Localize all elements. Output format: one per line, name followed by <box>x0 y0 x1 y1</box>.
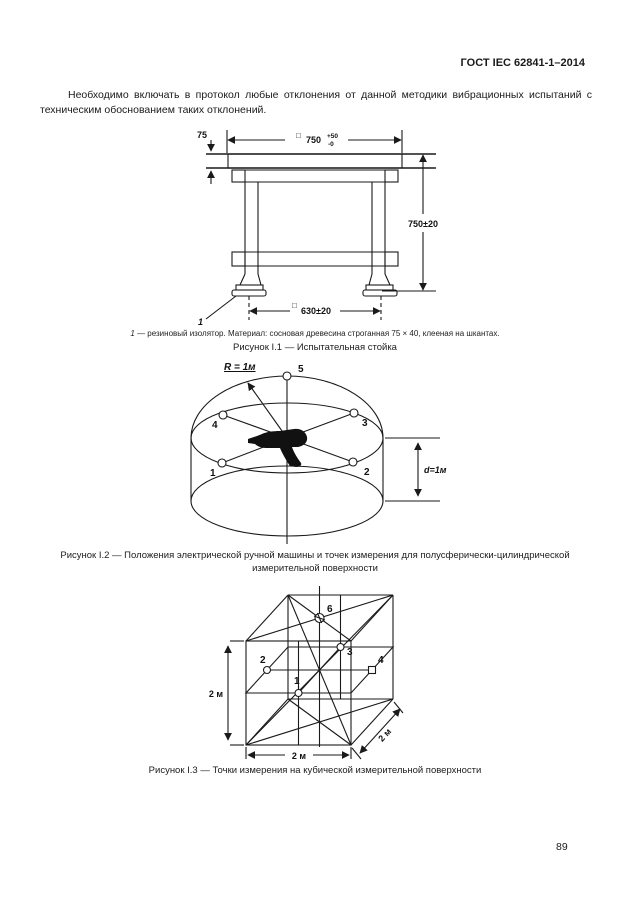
square-symbol-base: □ <box>292 301 297 310</box>
fig3-depth-dimension: 2 м <box>351 701 404 760</box>
figure-i1-drawing: □ 750 +50 -0 75 <box>197 130 438 327</box>
fig1-callout: 1 <box>198 295 237 327</box>
diameter-label: d=1м <box>424 465 447 475</box>
figure-i1-caption: Рисунок I.1 — Испытательная стойка <box>233 342 397 353</box>
fig1-feet <box>231 273 398 297</box>
figure-i2-drawing: 5 4 3 1 2 R = 1м d=1м <box>190 362 447 544</box>
cube-point-4-label: 4 <box>378 655 384 666</box>
cube-dim-depth: 2 м <box>376 726 393 743</box>
figure-i2-caption-line2: измерительной поверхности <box>252 563 378 574</box>
dim-thickness: 75 <box>197 130 207 140</box>
radius-label: R = 1м <box>224 362 256 373</box>
page-number: 89 <box>556 841 568 853</box>
dim-top-value: 750 <box>306 135 321 145</box>
fig1-lower-rail <box>231 251 399 267</box>
cube-point-6-label: 6 <box>327 604 333 615</box>
dim-top-tol-plus: +50 <box>327 133 338 140</box>
figure-i1-note: 1 — резиновый изолятор. Материал: соснов… <box>0 329 630 338</box>
dim-height: 750±20 <box>408 219 438 229</box>
fig1-upper-rail <box>231 169 399 183</box>
cube-dim-width: 2 м <box>292 751 307 761</box>
point-4-label: 4 <box>212 420 218 431</box>
callout-1-label: 1 <box>198 317 203 327</box>
fig3-height-dimension: 2 м <box>209 640 244 746</box>
note-text: — резиновый изолятор. Материал: сосновая… <box>137 329 500 338</box>
power-tool-silhouette <box>248 428 308 467</box>
note-ref: 1 <box>130 329 135 338</box>
fig1-thickness-dimension: 75 <box>197 130 215 184</box>
fig1-top-dimension: □ 750 +50 -0 <box>226 130 403 153</box>
fig3-points: 1 2 3 4 6 <box>260 604 384 698</box>
fig3-width-dimension: 2 м <box>245 747 352 761</box>
cube-dim-height: 2 м <box>209 689 224 699</box>
body-paragraph: Необходимо включать в протокол любые отк… <box>40 89 592 116</box>
document-code: ГОСТ IEC 62841-1–2014 <box>460 57 585 69</box>
point-2-label: 2 <box>364 467 370 478</box>
point-1-label: 1 <box>210 468 216 479</box>
point-3-label: 3 <box>362 418 368 429</box>
figure-i3: 1 2 3 4 6 2 м 2 м <box>203 583 438 770</box>
fig1-legs <box>244 182 386 274</box>
figure-i3-drawing: 1 2 3 4 6 2 м 2 м <box>209 586 404 761</box>
cube-point-1-label: 1 <box>294 676 300 687</box>
square-symbol: □ <box>296 131 301 140</box>
cube-point-2-label: 2 <box>260 655 266 666</box>
point-5-label: 5 <box>298 364 304 375</box>
fig1-height-dimension: 750±20 <box>382 154 438 292</box>
cube-point-3-label: 3 <box>347 647 353 658</box>
figure-i2-caption-line1: Рисунок I.2 — Положения электрической ру… <box>60 550 570 561</box>
fig2-height-dimension: d=1м <box>385 437 447 502</box>
fig1-base-dimension: □ 630±20 <box>248 296 382 320</box>
fig1-tabletop <box>206 153 436 169</box>
fig3-midplane <box>244 646 395 694</box>
figure-i2: 5 4 3 1 2 R = 1м d=1м <box>178 358 470 553</box>
figure-i2-caption: Рисунок I.2 — Положения электрической ру… <box>0 549 630 575</box>
figure-i1: □ 750 +50 -0 75 <box>170 124 460 333</box>
figure-i3-caption: Рисунок I.3 — Точки измерения на кубичес… <box>148 765 482 776</box>
fig2-points: 5 4 3 1 2 <box>210 364 370 479</box>
dim-top-tol-minus: -0 <box>328 141 334 148</box>
dim-base: 630±20 <box>301 306 331 316</box>
